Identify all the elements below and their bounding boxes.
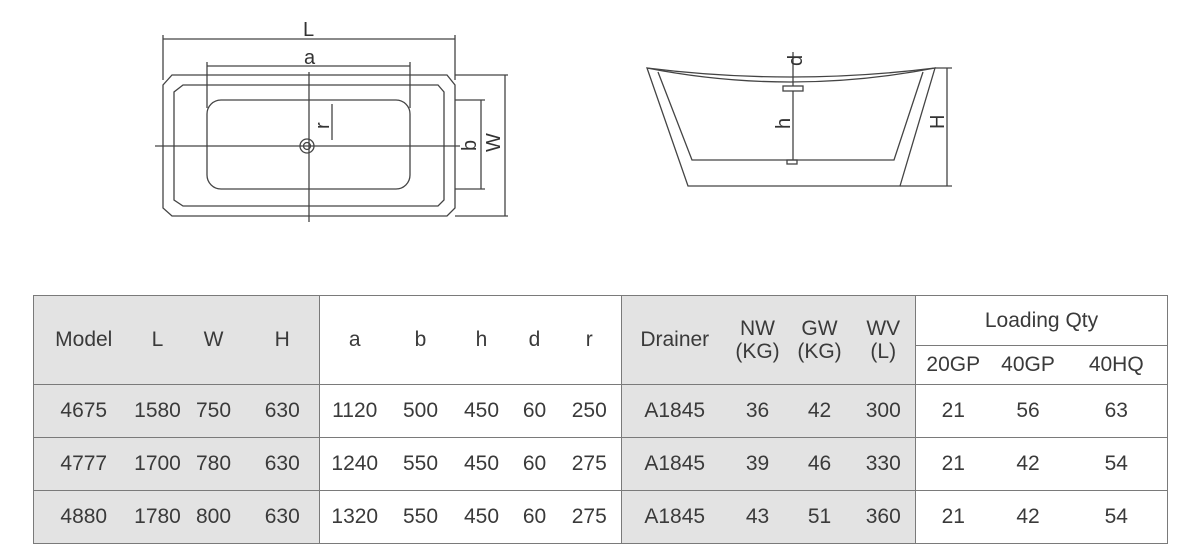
dim-h-label: h bbox=[773, 118, 795, 129]
cell-H: 630 bbox=[245, 384, 320, 438]
header-H: H bbox=[245, 295, 320, 385]
header-W: W bbox=[181, 295, 246, 385]
cell-a: 1320 bbox=[319, 490, 390, 544]
header-nw: NW(KG) bbox=[727, 295, 788, 385]
header-a: a bbox=[319, 295, 390, 385]
table-subheader-row: 20GP 40GP 40HQ bbox=[34, 345, 1168, 385]
cell-40gp: 42 bbox=[990, 490, 1066, 544]
header-h: h bbox=[451, 295, 512, 385]
cell-40gp: 42 bbox=[990, 437, 1066, 491]
bathtub-drawings: L a r b W d h H bbox=[155, 19, 952, 222]
cell-wv: 330 bbox=[851, 437, 916, 491]
cell-H: 630 bbox=[245, 437, 320, 491]
cell-40hq: 54 bbox=[1065, 437, 1168, 491]
cell-gw: 42 bbox=[787, 384, 852, 438]
cell-r: 250 bbox=[557, 384, 622, 438]
header-L: L bbox=[133, 295, 182, 385]
header-20gp: 20GP bbox=[915, 345, 991, 385]
cell-b: 550 bbox=[389, 490, 452, 544]
cell-drainer: A1845 bbox=[621, 384, 728, 438]
cell-40hq: 54 bbox=[1065, 490, 1168, 544]
header-40gp: 40GP bbox=[990, 345, 1066, 385]
cell-L: 1580 bbox=[133, 384, 182, 438]
spec-table: Model L W H a b h d r Drainer NW(KG) GW(… bbox=[33, 295, 1169, 544]
cell-nw: 36 bbox=[727, 384, 788, 438]
header-loading-qty: Loading Qty bbox=[914, 295, 1168, 346]
header-model: Model bbox=[33, 295, 134, 385]
cell-20gp: 21 bbox=[915, 437, 991, 491]
cell-L: 1700 bbox=[133, 437, 182, 491]
cell-H: 630 bbox=[245, 490, 320, 544]
cell-gw: 51 bbox=[787, 490, 852, 544]
cell-a: 1120 bbox=[319, 384, 390, 438]
table-row: 4777 1700 780 630 1240 550 450 60 275 A1… bbox=[33, 437, 1168, 491]
cell-d: 60 bbox=[511, 437, 558, 491]
cell-nw: 39 bbox=[727, 437, 788, 491]
dim-W-label: W bbox=[483, 133, 505, 152]
cell-a: 1240 bbox=[319, 437, 390, 491]
dim-d-label: d bbox=[785, 55, 807, 66]
cell-40hq: 63 bbox=[1065, 384, 1168, 438]
header-wv: WV(L) bbox=[851, 295, 916, 385]
cell-40gp: 56 bbox=[990, 384, 1066, 438]
cell-d: 60 bbox=[511, 384, 558, 438]
dim-r-label: r bbox=[312, 122, 334, 129]
header-gw: GW(KG) bbox=[787, 295, 852, 385]
dim-a-label: a bbox=[304, 47, 316, 69]
cell-W: 800 bbox=[181, 490, 246, 544]
cell-b: 500 bbox=[389, 384, 452, 438]
cell-b: 550 bbox=[389, 437, 452, 491]
cell-W: 750 bbox=[181, 384, 246, 438]
header-b: b bbox=[389, 295, 452, 385]
table-header-row: Model L W H a b h d r Drainer NW(KG) GW(… bbox=[33, 295, 1168, 385]
header-d: d bbox=[511, 295, 558, 385]
table-row: 4675 1580 750 630 1120 500 450 60 250 A1… bbox=[33, 384, 1168, 438]
cell-W: 780 bbox=[181, 437, 246, 491]
cell-r: 275 bbox=[557, 490, 622, 544]
header-drainer: Drainer bbox=[621, 295, 728, 385]
cell-model: 4880 bbox=[33, 490, 134, 544]
cell-model: 4777 bbox=[33, 437, 134, 491]
top-view-drawing bbox=[155, 35, 508, 222]
cell-d: 60 bbox=[511, 490, 558, 544]
cell-h: 450 bbox=[451, 384, 512, 438]
cell-nw: 43 bbox=[727, 490, 788, 544]
cell-gw: 46 bbox=[787, 437, 852, 491]
cell-L: 1780 bbox=[133, 490, 182, 544]
header-40hq: 40HQ bbox=[1065, 345, 1168, 385]
dim-H-label: H bbox=[927, 115, 949, 129]
cell-h: 450 bbox=[451, 490, 512, 544]
header-r: r bbox=[557, 295, 622, 385]
cell-20gp: 21 bbox=[915, 490, 991, 544]
cell-drainer: A1845 bbox=[621, 437, 728, 491]
side-view-drawing bbox=[646, 52, 952, 187]
cell-wv: 360 bbox=[851, 490, 916, 544]
cell-h: 450 bbox=[451, 437, 512, 491]
cell-r: 275 bbox=[557, 437, 622, 491]
dim-L-label: L bbox=[303, 19, 314, 41]
cell-drainer: A1845 bbox=[621, 490, 728, 544]
cell-20gp: 21 bbox=[915, 384, 991, 438]
cell-model: 4675 bbox=[33, 384, 134, 438]
dim-b-label: b bbox=[459, 140, 481, 151]
table-row: 4880 1780 800 630 1320 550 450 60 275 A1… bbox=[33, 490, 1168, 544]
cell-wv: 300 bbox=[851, 384, 916, 438]
